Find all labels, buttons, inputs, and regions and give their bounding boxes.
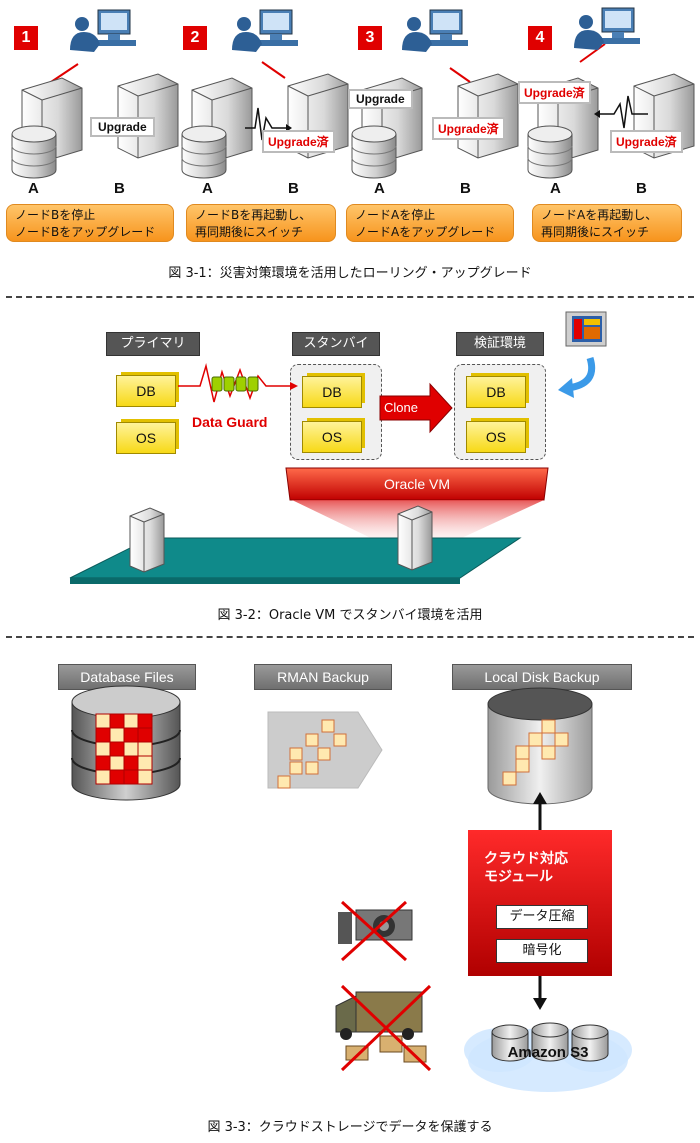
primary-db-box: DB xyxy=(116,375,176,407)
fig3-illustration xyxy=(71,685,632,1092)
section-divider xyxy=(6,636,694,638)
upgraded-label: Upgrade済 xyxy=(610,130,683,153)
upgrade-label: Upgrade xyxy=(348,89,413,109)
node-b-label: B xyxy=(114,180,125,197)
standby-os-box: OS xyxy=(302,421,362,453)
node-b-label: B xyxy=(288,180,299,197)
amazon-s3-label: Amazon S3 xyxy=(507,1044,589,1061)
figure-caption: 図 3-2：Oracle VM でスタンバイ環境を活用 xyxy=(217,608,483,623)
rman-backup-header: RMAN Backup xyxy=(254,664,392,690)
step-note-line: ノードAを停止 xyxy=(355,208,436,222)
figure-caption: 図 3-3：クラウドストレージでデータを保護する xyxy=(207,1120,493,1135)
step-note-line: 再同期後にスイッチ xyxy=(195,225,304,239)
step-note-4: ノードAを再起動し、 再同期後にスイッチ xyxy=(532,204,682,242)
oracle-vm-label: Oracle VM xyxy=(383,476,451,492)
upgraded-label: Upgrade済 xyxy=(518,81,591,104)
step-number-1: 1 xyxy=(14,26,38,50)
cloud-module-title: クラウド対応 モジュール xyxy=(484,850,568,886)
node-a-label: A xyxy=(202,180,213,197)
verify-env-header: 検証環境 xyxy=(456,332,544,356)
step-note-line: ノードBを停止 xyxy=(15,208,96,222)
node-b-label: B xyxy=(460,180,471,197)
local-disk-backup-header: Local Disk Backup xyxy=(452,664,632,690)
cloud-module-title-line: クラウド対応 xyxy=(484,851,568,867)
figure-caption: 図 3-1：災害対策環境を活用したローリング・アップグレード xyxy=(168,266,532,281)
standby-header: スタンバイ xyxy=(292,332,380,356)
step-note-line: 再同期後にスイッチ xyxy=(541,225,650,239)
upgraded-label: Upgrade済 xyxy=(432,117,505,140)
step-note-1: ノードBを停止 ノードBをアップグレード xyxy=(6,204,174,242)
standby-db-box: DB xyxy=(302,376,362,408)
step-note-line: ノードAをアップグレード xyxy=(355,225,496,239)
verify-db-box: DB xyxy=(466,376,526,408)
upgrade-label: Upgrade xyxy=(90,117,155,137)
step-number-4: 4 xyxy=(528,26,552,50)
data-guard-label: Data Guard xyxy=(192,414,268,430)
step-note-line: ノードBを再起動し、 xyxy=(195,208,312,222)
node-a-label: A xyxy=(28,180,39,197)
cloud-module-title-line: モジュール xyxy=(484,869,554,885)
node-a-label: A xyxy=(374,180,385,197)
primary-header: プライマリ xyxy=(106,332,200,356)
upgraded-label: Upgrade済 xyxy=(262,130,335,153)
node-b-label: B xyxy=(636,180,647,197)
step-note-line: ノードBをアップグレード xyxy=(15,225,156,239)
primary-os-box: OS xyxy=(116,422,176,454)
encryption-box: 暗号化 xyxy=(496,939,588,963)
verify-os-box: OS xyxy=(466,421,526,453)
section-divider xyxy=(6,296,694,298)
clone-label: Clone xyxy=(384,400,418,415)
step-number-2: 2 xyxy=(183,26,207,50)
node-a-label: A xyxy=(550,180,561,197)
fig2-illustration xyxy=(69,311,607,584)
compression-box: データ圧縮 xyxy=(496,905,588,929)
step-number-3: 3 xyxy=(358,26,382,50)
step-note-line: ノードAを再起動し、 xyxy=(541,208,658,222)
step-note-2: ノードBを再起動し、 再同期後にスイッチ xyxy=(186,204,336,242)
step-note-3: ノードAを停止 ノードAをアップグレード xyxy=(346,204,514,242)
